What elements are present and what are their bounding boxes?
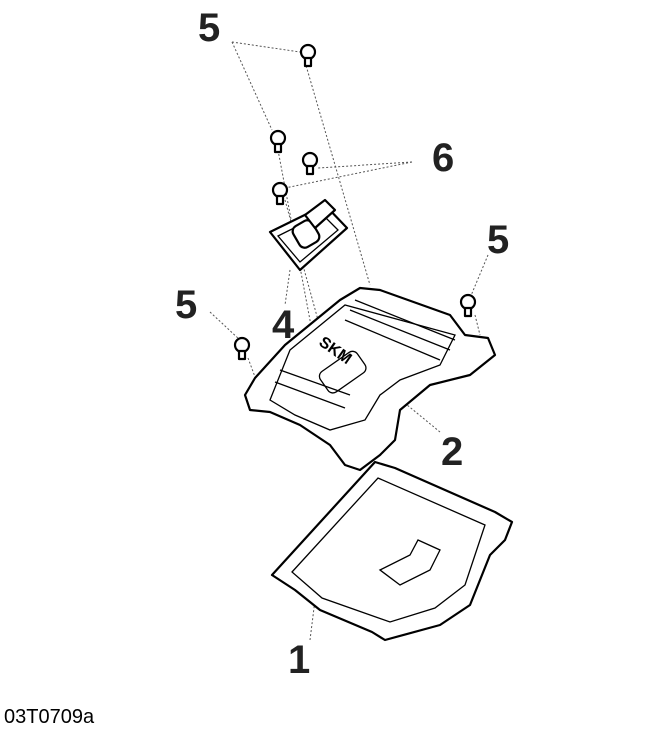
- callout-bolt-top: 5: [198, 6, 221, 50]
- breather-part: [268, 198, 349, 272]
- callout-cover: 2: [441, 430, 464, 474]
- callout-bolt-left: 5: [175, 283, 198, 327]
- valve-cover-part: SKM: [243, 286, 497, 472]
- bolt-icon: [233, 336, 251, 361]
- bolt-icon: [271, 181, 289, 206]
- callout-washer: 6: [432, 136, 455, 180]
- bolt-icon: [269, 129, 287, 154]
- bolt-icon: [299, 43, 317, 68]
- bolt-icon: [301, 151, 319, 176]
- figure-caption: 03T0709a: [4, 706, 95, 728]
- callout-breather: 4: [272, 303, 295, 347]
- bolt-group: [233, 43, 477, 361]
- callout-bolt-right: 5: [487, 218, 510, 262]
- gasket-part: [270, 460, 514, 642]
- bolt-icon: [459, 293, 477, 318]
- callout-gasket: 1: [288, 638, 311, 682]
